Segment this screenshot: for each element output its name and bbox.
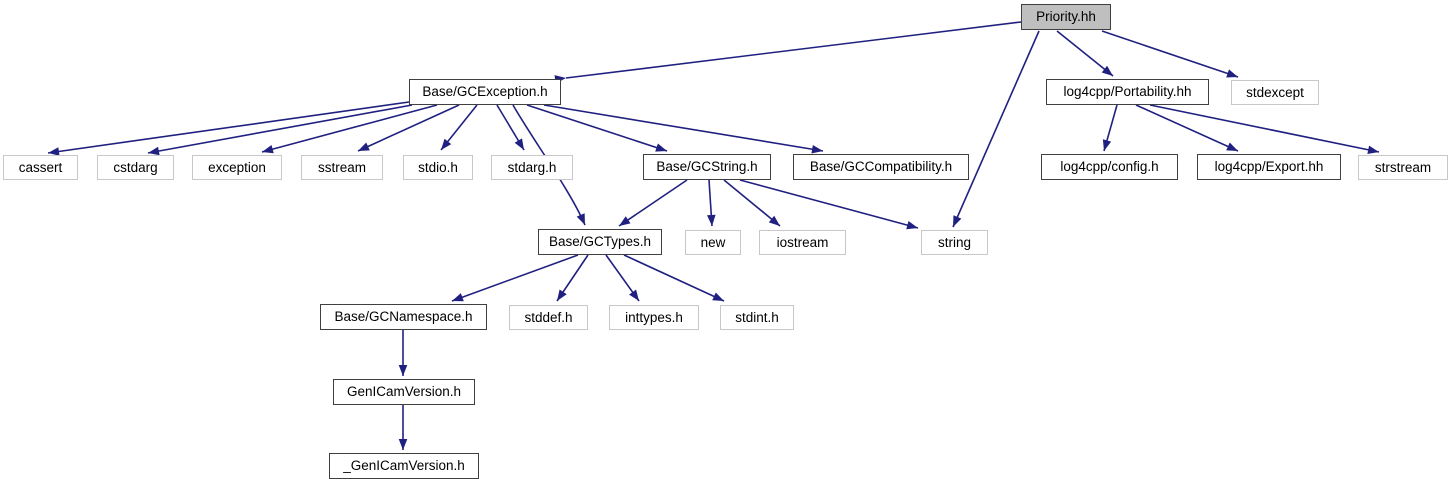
graph-edge-arrowhead-gctypes-to-gcnamespace bbox=[452, 293, 464, 302]
graph-edge-gcstring-to-gctypes bbox=[618, 179, 688, 227]
graph-edge-arrowhead-gcnamespace-to-genicamversion bbox=[398, 365, 408, 376]
graph-edge-portability-to-strstream bbox=[1149, 104, 1380, 153]
graph-edge-arrowhead-genicamversion-to-_genicamversion bbox=[398, 439, 408, 450]
graph-node-gcexception[interactable]: Base/GCException.h bbox=[409, 79, 561, 105]
graph-edge-priority-to-string bbox=[952, 30, 1040, 228]
graph-node-new[interactable]: new bbox=[685, 230, 741, 255]
graph-node-label: Base/GCString.h bbox=[656, 159, 758, 175]
graph-node-export[interactable]: log4cpp/Export.hh bbox=[1197, 154, 1341, 180]
graph-edge-gcexception-to-gcstring bbox=[526, 104, 668, 152]
graph-edge-gcexception-to-sstream bbox=[357, 104, 460, 152]
graph-node-priority[interactable]: Priority.hh bbox=[1021, 4, 1111, 30]
graph-node-stddef[interactable]: stddef.h bbox=[509, 305, 588, 330]
graph-edge-gcexception-to-cstdarg bbox=[147, 104, 413, 154]
graph-node-label: stdint.h bbox=[735, 309, 779, 325]
graph-node-strstream[interactable]: strstream bbox=[1358, 155, 1448, 180]
graph-node-label: GenICamVersion.h bbox=[346, 384, 462, 400]
graph-edge-arrowhead-gcexception-to-cstdarg bbox=[148, 146, 160, 156]
graph-edge-arrowhead-gcstring-to-string bbox=[906, 220, 918, 230]
graph-node-label: inttypes.h bbox=[625, 309, 683, 325]
graph-edge-gcstring-to-iostream bbox=[723, 179, 781, 227]
graph-node-gcstring[interactable]: Base/GCString.h bbox=[643, 154, 771, 180]
graph-node-inttypes[interactable]: inttypes.h bbox=[609, 305, 699, 330]
graph-edge-gcstring-to-string bbox=[739, 179, 919, 229]
graph-node-label: Base/GCCompatibility.h bbox=[809, 159, 953, 175]
graph-node-label: log4cpp/Portability.hh bbox=[1063, 84, 1192, 100]
graph-edge-gcexception-to-exception bbox=[261, 104, 438, 153]
graph-edge-arrowhead-gcexception-to-gcstring bbox=[655, 143, 667, 152]
graph-node-iostream[interactable]: iostream bbox=[759, 230, 846, 255]
graph-node-label: iostream bbox=[776, 234, 829, 250]
graph-node-string[interactable]: string bbox=[921, 230, 988, 255]
graph-edge-gctypes-to-gcnamespace bbox=[451, 254, 579, 302]
graph-node-cstdarg[interactable]: cstdarg bbox=[97, 155, 174, 180]
graph-edge-priority-to-gcexception bbox=[565, 21, 1022, 79]
graph-node-portability[interactable]: log4cpp/Portability.hh bbox=[1046, 79, 1209, 105]
graph-edge-arrowhead-gcexception-to-cassert bbox=[48, 147, 60, 156]
graph-edge-arrowhead-gcstring-to-new bbox=[706, 214, 716, 226]
graph-edge-arrowhead-gcexception-to-gccompatibility bbox=[811, 144, 823, 154]
graph-node-gctypes[interactable]: Base/GCTypes.h bbox=[538, 229, 662, 255]
graph-edge-arrowhead-gcexception-to-exception bbox=[262, 144, 274, 154]
graph-node-label: stdarg.h bbox=[507, 159, 557, 175]
graph-node-label: Priority.hh bbox=[1036, 9, 1096, 25]
graph-node-gcnamespace[interactable]: Base/GCNamespace.h bbox=[320, 304, 487, 330]
graph-node-label: log4cpp/config.h bbox=[1060, 159, 1159, 175]
graph-node-label: Base/GCTypes.h bbox=[548, 234, 652, 250]
graph-node-label: sstream bbox=[317, 159, 366, 175]
graph-node-label: cstdarg bbox=[113, 159, 158, 175]
graph-node-label: string bbox=[937, 234, 971, 250]
graph-node-label: stdio.h bbox=[418, 159, 458, 175]
graph-edge-priority-to-portability bbox=[1056, 30, 1114, 77]
graph-edge-arrowhead-gctypes-to-inttypes bbox=[629, 289, 639, 301]
graph-edge-gctypes-to-stdint bbox=[623, 254, 725, 302]
graph-edge-arrowhead-priority-to-portability bbox=[1101, 65, 1113, 76]
graph-node-stdexcept[interactable]: stdexcept bbox=[1231, 80, 1319, 105]
graph-edge-arrowhead-priority-to-string bbox=[953, 215, 962, 227]
graph-node-label: Base/GCNamespace.h bbox=[334, 309, 473, 325]
graph-edge-portability-to-export bbox=[1135, 104, 1239, 152]
graph-edge-arrowhead-gcexception-to-sstream bbox=[358, 142, 370, 151]
graph-node-gccompatibility[interactable]: Base/GCCompatibility.h bbox=[793, 154, 969, 180]
graph-edge-arrowhead-gcexception-to-stdarg bbox=[514, 138, 524, 150]
graph-node-label: _GenICamVersion.h bbox=[343, 458, 465, 474]
graph-node-cassert[interactable]: cassert bbox=[3, 155, 78, 180]
graph-node-label: new bbox=[700, 234, 726, 250]
graph-node-exception[interactable]: exception bbox=[192, 155, 282, 180]
graph-node-_genicamversion[interactable]: _GenICamVersion.h bbox=[329, 453, 479, 479]
graph-node-genicamversion[interactable]: GenICamVersion.h bbox=[333, 379, 475, 405]
graph-node-label: exception bbox=[208, 159, 266, 175]
graph-edge-gcexception-to-cassert bbox=[47, 101, 410, 154]
graph-edge-arrowhead-priority-to-stdexcept bbox=[1226, 69, 1238, 78]
graph-node-config[interactable]: log4cpp/config.h bbox=[1041, 154, 1178, 180]
graph-edge-arrowhead-portability-to-strstream bbox=[1367, 145, 1379, 155]
graph-node-label: Base/GCException.h bbox=[422, 84, 548, 100]
graph-edge-arrowhead-gcstring-to-iostream bbox=[768, 215, 780, 226]
graph-node-label: cassert bbox=[18, 159, 63, 175]
graph-node-label: stddef.h bbox=[524, 309, 573, 325]
graph-edge-arrowhead-gctypes-to-stdint bbox=[712, 292, 724, 301]
graph-node-label: log4cpp/Export.hh bbox=[1214, 159, 1324, 175]
graph-edge-arrowhead-gctypes-to-stddef bbox=[557, 289, 567, 301]
graph-node-stdio[interactable]: stdio.h bbox=[403, 155, 473, 180]
graph-edge-arrowhead-portability-to-export bbox=[1226, 142, 1238, 151]
graph-node-label: stdexcept bbox=[1246, 84, 1304, 100]
graph-edge-gcexception-to-gccompatibility bbox=[543, 104, 824, 152]
graph-edge-priority-to-stdexcept bbox=[1101, 30, 1239, 78]
graph-node-sstream[interactable]: sstream bbox=[301, 155, 383, 180]
graph-node-label: strstream bbox=[1374, 159, 1432, 175]
graph-node-stdint[interactable]: stdint.h bbox=[720, 305, 794, 330]
graph-edge-arrowhead-gcexception-to-stdio bbox=[441, 138, 452, 150]
graph-edge-arrowhead-gcstring-to-gctypes bbox=[619, 216, 631, 226]
graph-node-stdarg[interactable]: stdarg.h bbox=[491, 155, 573, 180]
graph-edge-arrowhead-portability-to-config bbox=[1102, 139, 1112, 151]
graph-edge-arrowhead-gcexception-to-gctypes bbox=[576, 213, 585, 225]
